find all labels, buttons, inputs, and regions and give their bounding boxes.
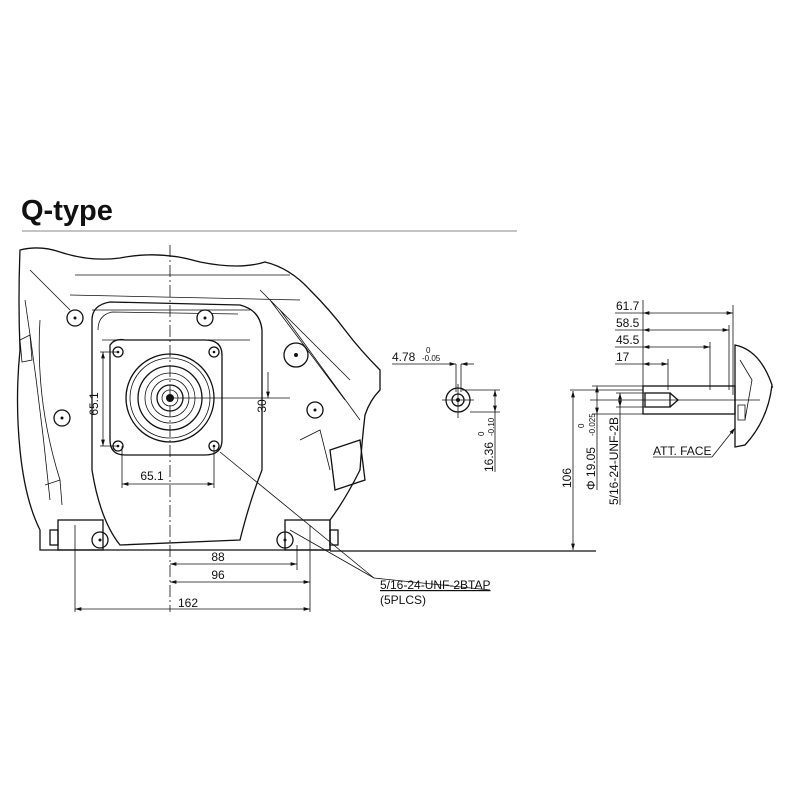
key-width-tol-upper: 0	[426, 346, 431, 355]
front-view-dimensions: 65.1 65.1 30 88 96 162 5/16-24-UNF-2BTAP…	[75, 351, 490, 611]
att-face-label: ATT. FACE	[653, 444, 711, 458]
page-title: Q-type	[21, 195, 113, 227]
key-width-tol-lower: -0.05	[422, 354, 441, 363]
dim-88: 88	[211, 550, 225, 564]
key-depth-tol-upper: 0	[477, 431, 486, 436]
tap-note: 5/16-24-UNF-2BTAP	[380, 578, 490, 592]
shaft-diameter: Φ 19.05	[584, 447, 598, 490]
dim-162: 162	[178, 596, 198, 610]
dim-17: 17	[616, 350, 630, 364]
key-width: 4.78	[392, 350, 416, 364]
key-depth: 16.36	[482, 442, 496, 472]
dim-58-5: 58.5	[616, 316, 640, 330]
keyway-detail: 4.78 0 -0.05 16.36 0 -0.10	[392, 346, 500, 472]
dim-flange-vertical: 65.1	[87, 392, 101, 416]
engine-front-view	[16, 245, 381, 612]
flange-bolt-holes	[112, 346, 220, 452]
dim-61-7: 61.7	[616, 299, 640, 313]
shaft-thread: 5/16-24-UNF-2B	[607, 417, 621, 505]
dim-45-5: 45.5	[616, 333, 640, 347]
tap-count: (5PLCS)	[380, 593, 426, 607]
dim-106: 106	[560, 468, 574, 488]
dim-offset-30: 30	[255, 399, 269, 413]
shaft-dia-tol-lower: -0.025	[588, 413, 597, 436]
shaft-dia-tol-upper: 0	[577, 423, 586, 428]
dim-flange-horizontal: 65.1	[140, 469, 164, 483]
shaft-side-view: 61.7 58.5 45.5 17 106 Φ 19.05 0 -0.025 5…	[560, 299, 773, 550]
key-depth-tol-lower: -0.10	[487, 417, 496, 436]
mounting-bolt-holes	[53, 309, 324, 549]
dim-96: 96	[211, 568, 225, 582]
